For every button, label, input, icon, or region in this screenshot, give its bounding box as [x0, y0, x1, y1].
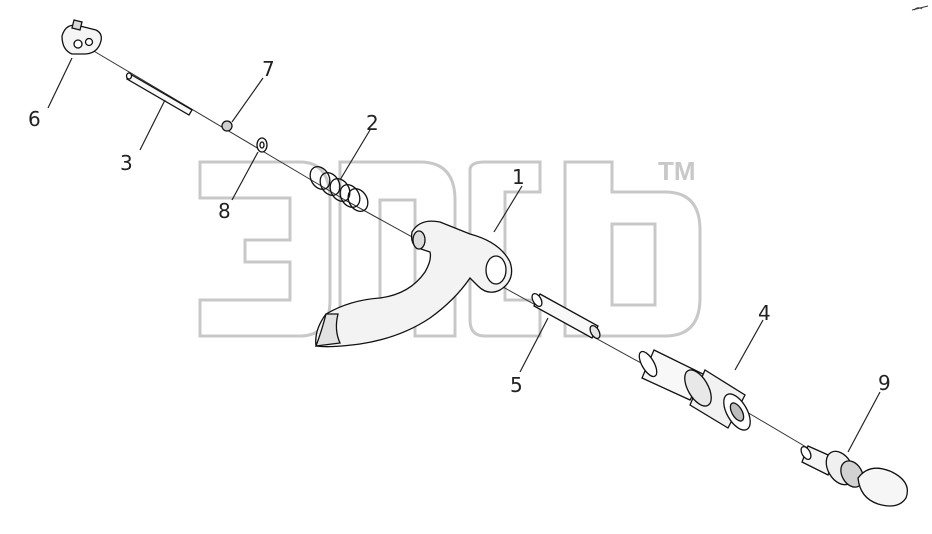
callout-labels: 1 2 3 4 5 6 7 8 9: [28, 57, 891, 397]
leader-lines: [47, 57, 881, 453]
callout-3: 3: [120, 151, 133, 175]
callout-7: 7: [262, 57, 275, 81]
nut-part: [221, 120, 233, 132]
watermark-logo: TM: [198, 156, 702, 338]
trademark-text: TM: [658, 156, 696, 186]
corner-mark: [913, 7, 923, 11]
assembly-axis: [91, 5, 929, 471]
callout-4: 4: [758, 301, 771, 325]
callout-9: 9: [878, 371, 891, 395]
washer-part: [256, 137, 268, 153]
handle-lever-part: [315, 220, 513, 348]
shaft-pin-part: [531, 292, 601, 340]
callout-2: 2: [366, 111, 379, 135]
callout-1: 1: [512, 165, 525, 189]
lock-cylinder-part: [800, 445, 909, 507]
end-plate-part: [61, 19, 102, 55]
callout-6: 6: [28, 107, 41, 131]
spring-part: [309, 166, 369, 212]
callout-5: 5: [510, 373, 523, 397]
pin-rod-part: [125, 72, 193, 116]
callout-8: 8: [218, 199, 231, 223]
bushing-part: [638, 349, 751, 431]
